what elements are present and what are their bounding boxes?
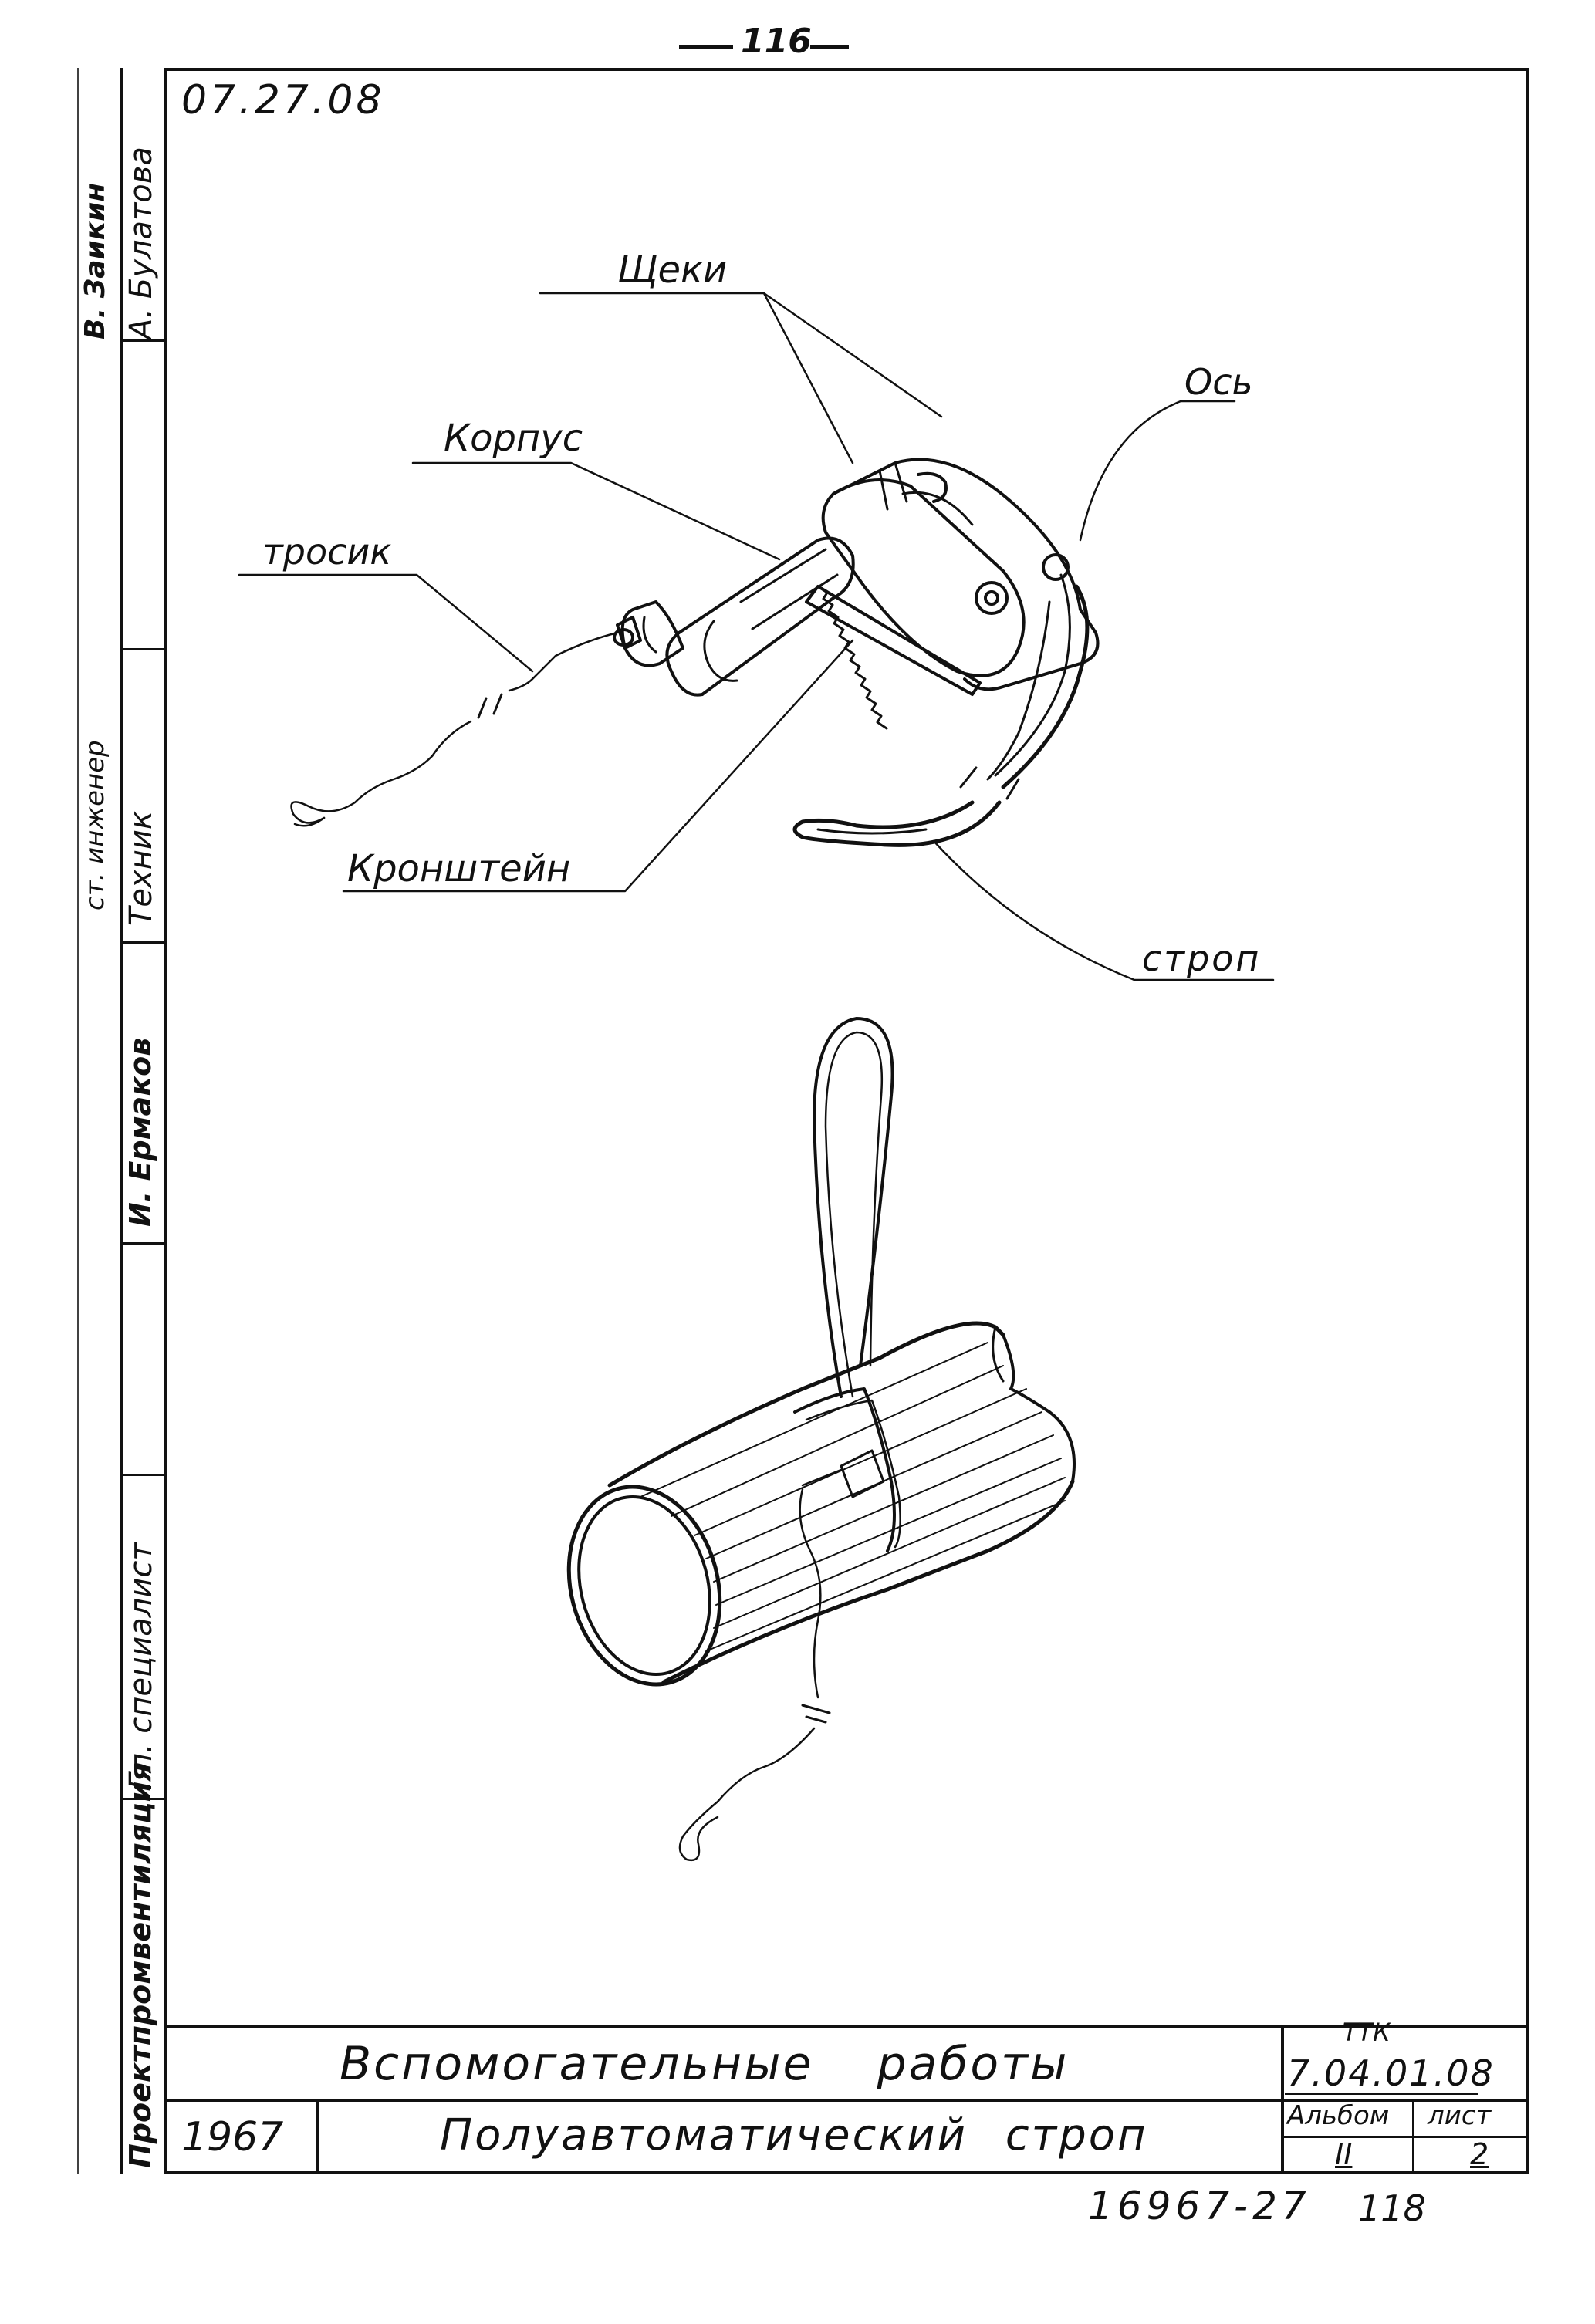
section-title: Вспомогательные работы — [340, 2037, 1070, 2091]
year: 1967 — [181, 2114, 284, 2160]
sidebar-divider — [120, 339, 164, 342]
label-sling: строп — [1142, 937, 1262, 979]
page-number-dash-right — [810, 45, 849, 49]
footer-code: 16967-27 — [1088, 2184, 1311, 2228]
signature-sidebar — [120, 68, 164, 2174]
label-body: Корпус — [444, 417, 583, 460]
label-cable: тросик — [262, 531, 392, 573]
title-block-sub — [1281, 2136, 1529, 2138]
sidebar-outer-line — [77, 68, 79, 2174]
sheet-value: 2 — [1470, 2137, 1489, 2171]
page-number: 116 — [741, 22, 812, 61]
title-block-vert-right — [1281, 2025, 1284, 2174]
label-bracket: Кронштейн — [347, 847, 571, 890]
pipe-with-sling-drawing — [566, 1017, 1076, 1862]
doc-label: ТТК — [1343, 2018, 1391, 2047]
doc-code: 7.04.01.08 — [1287, 2052, 1495, 2094]
sidebar-divider — [120, 648, 164, 650]
drawing-frame — [164, 68, 1529, 2174]
title-block-vert-year — [316, 2099, 319, 2174]
sidebar-divider — [120, 1242, 164, 1245]
album-label: Альбом — [1287, 2100, 1390, 2131]
label-axle: Ось — [1184, 361, 1253, 403]
album-value: II — [1335, 2137, 1353, 2171]
leader-lines — [238, 292, 1275, 981]
sidebar-divider — [120, 1798, 164, 1800]
doc-code-underline — [1285, 2093, 1478, 2095]
label-cheeks: Щеки — [617, 248, 728, 292]
drawing-title: Полуавтоматический строп — [440, 2110, 1148, 2160]
title-block-mid — [164, 2099, 1529, 2102]
sheet-label: лист — [1428, 2100, 1492, 2131]
drawing-code: 07.27.08 — [181, 77, 385, 123]
footer-number: 118 — [1358, 2187, 1426, 2229]
title-block-top — [164, 2025, 1529, 2028]
sidebar-divider — [120, 941, 164, 944]
page-number-dash-left — [679, 45, 733, 49]
sling-mechanism-drawing — [290, 458, 1100, 847]
sidebar-divider — [120, 1474, 164, 1476]
